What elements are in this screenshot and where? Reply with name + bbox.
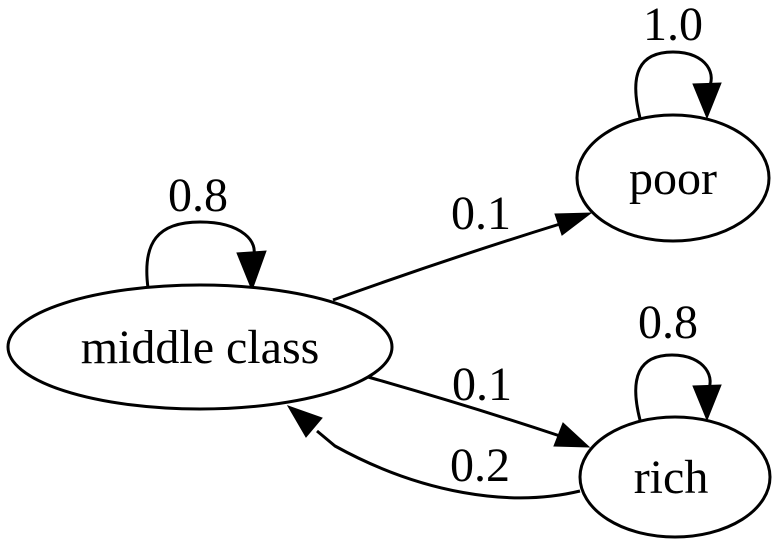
edge-middle-class-self-loop: 0.8 [145, 169, 267, 292]
edge-rich-to-middle-class-arrow-icon [286, 405, 323, 438]
edge-rich-self-loop-arrow-icon [692, 384, 722, 422]
edge-label: 0.8 [168, 169, 228, 222]
edge-rich-self-loop: 0.8 [634, 296, 722, 422]
edge-poor-self-loop-path [634, 50, 713, 119]
edge-middle-class-to-poor-arrow-icon [554, 212, 593, 236]
node-label: poor [629, 152, 717, 205]
node-middle-class: middle class [6, 283, 394, 411]
edge-middle-class-self-loop-path [145, 220, 256, 289]
node-rich-shape [578, 415, 772, 539]
node-middle-class-shape [6, 283, 394, 411]
edge-rich-to-middle-class: 0.2 [286, 405, 581, 500]
edge-label: 0.2 [450, 439, 510, 492]
edge-middle-class-to-rich: 0.1 [367, 358, 591, 448]
edge-middle-class-to-poor: 0.1 [332, 187, 593, 302]
edge-label: 0.1 [451, 187, 511, 240]
edge-rich-self-loop-path [634, 353, 712, 421]
node-label: middle class [81, 321, 320, 374]
node-label: rich [634, 451, 709, 504]
edge-middle-class-to-poor-path [332, 222, 561, 302]
edge-label: 0.1 [452, 358, 512, 411]
edge-middle-class-to-rich-path [367, 375, 561, 438]
node-rich: rich [578, 415, 772, 539]
edge-rich-to-middle-class-path [316, 429, 581, 500]
edge-poor-self-loop-arrow-icon [692, 82, 722, 120]
node-poor: poor [575, 113, 771, 243]
edge-poor-self-loop: 1.0 [634, 0, 722, 120]
edge-label: 0.8 [638, 296, 698, 349]
edge-middle-class-self-loop-arrow-icon [236, 250, 267, 292]
edge-label: 1.0 [643, 0, 703, 51]
edge-middle-class-to-rich-arrow-icon [553, 422, 591, 448]
node-poor-shape [575, 113, 771, 243]
